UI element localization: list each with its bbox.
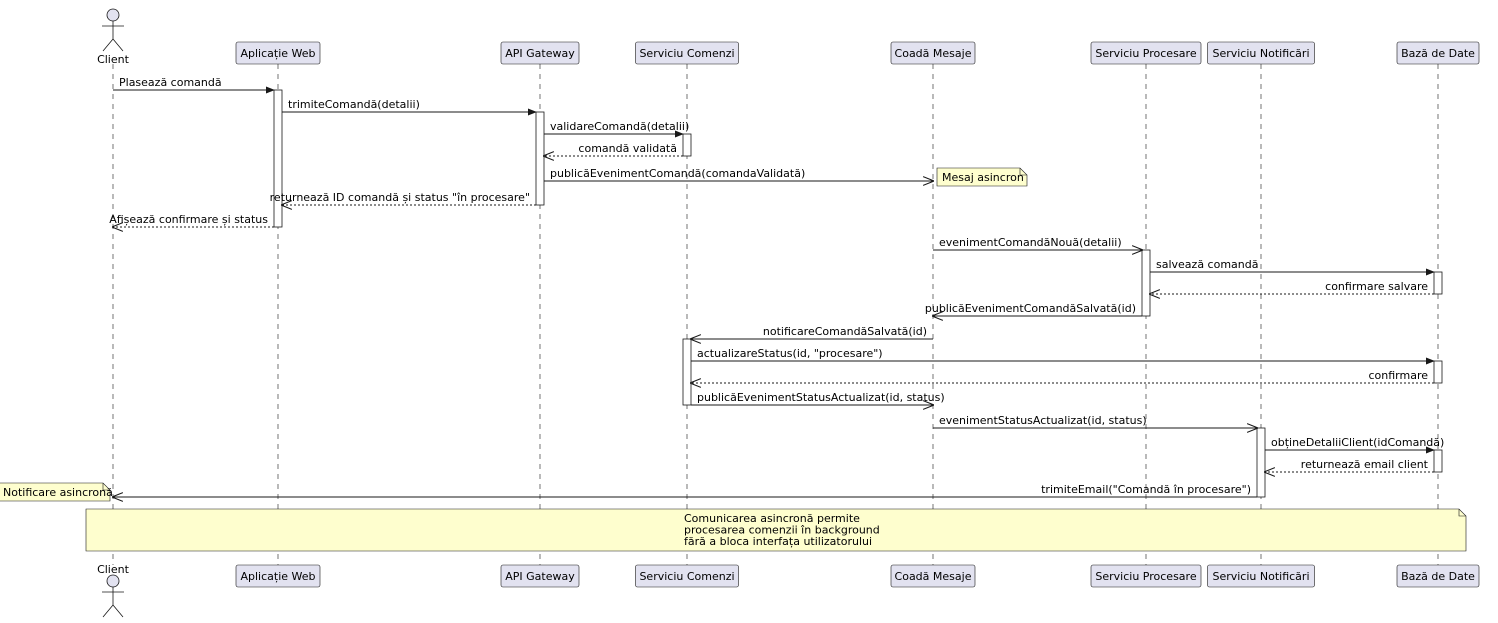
message-label: evenimentStatusActualizat(id, status) bbox=[939, 414, 1147, 427]
participant-notif-top: Serviciu Notificări bbox=[1207, 41, 1315, 65]
activation-bar bbox=[1433, 271, 1443, 295]
participant-db-top: Bază de Date bbox=[1396, 41, 1480, 65]
message-label: publicăEvenimentStatusActualizat(id, sta… bbox=[697, 391, 945, 404]
actor-figure-icon bbox=[102, 8, 124, 52]
message-label: actualizareStatus(id, "procesare") bbox=[697, 347, 883, 360]
participant-queue-top: Coadă Mesaje bbox=[890, 41, 976, 65]
participant-label: Coadă Mesaje bbox=[895, 47, 972, 60]
activation-bar bbox=[273, 89, 283, 228]
message: returnează ID comandă și status "în proc… bbox=[270, 191, 536, 205]
message-label: publicăEvenimentComandă(comandaValidată) bbox=[550, 167, 805, 180]
message: validareComandă(detalii) bbox=[544, 120, 689, 138]
message-label: Plasează comandă bbox=[119, 76, 222, 89]
participant-web-bottom: Aplicație Web bbox=[235, 564, 321, 588]
message-label: obțineDetaliiClient(idComandă) bbox=[1271, 436, 1444, 449]
message: Afișează confirmare și status bbox=[109, 213, 274, 227]
activation-bar bbox=[535, 111, 545, 206]
message-label: confirmare bbox=[1368, 369, 1428, 382]
activation-bar bbox=[682, 133, 692, 157]
message: publicăEvenimentComandăSalvată(id) bbox=[925, 302, 1142, 316]
message: comandă validată bbox=[544, 142, 683, 156]
message: confirmare bbox=[691, 369, 1434, 383]
note-text-line: procesarea comenzii în background bbox=[684, 524, 880, 537]
participant-label: Aplicație Web bbox=[240, 47, 315, 60]
message: Plasează comandă bbox=[113, 76, 275, 94]
participant-label: Client bbox=[97, 53, 130, 66]
participant-proc-bottom: Serviciu Procesare bbox=[1090, 564, 1202, 588]
activation-bar bbox=[1141, 249, 1151, 317]
message-label: trimiteComandă(detalii) bbox=[288, 98, 420, 111]
message: publicăEvenimentComandă(comandaValidată) bbox=[544, 167, 933, 181]
actor-bottom: Client bbox=[97, 563, 130, 618]
participant-orders-top: Serviciu Comenzi bbox=[635, 41, 739, 65]
message: obțineDetaliiClient(idComandă) bbox=[1265, 436, 1444, 454]
activation-bar bbox=[1256, 427, 1266, 498]
participant-api-top: API Gateway bbox=[500, 41, 580, 65]
participant-label: Bază de Date bbox=[1401, 47, 1475, 60]
participant-label: Serviciu Notificări bbox=[1212, 47, 1309, 60]
note-text: Mesaj asincron bbox=[942, 171, 1024, 184]
participant-label: API Gateway bbox=[505, 47, 575, 60]
activation-bar bbox=[682, 338, 692, 406]
message: actualizareStatus(id, "procesare") bbox=[691, 347, 1435, 365]
message-label: notificareComandăSalvată(id) bbox=[763, 325, 927, 338]
participant-label: Coadă Mesaje bbox=[895, 570, 972, 583]
participant-db-bottom: Bază de Date bbox=[1396, 564, 1480, 588]
message: returnează email client bbox=[1265, 458, 1434, 472]
participant-label: Serviciu Procesare bbox=[1095, 47, 1196, 60]
participant-queue-bottom: Coadă Mesaje bbox=[890, 564, 976, 588]
message-label: comandă validată bbox=[578, 142, 677, 155]
participant-label: Aplicație Web bbox=[240, 570, 315, 583]
message-label: evenimentComandăNouă(detalii) bbox=[939, 236, 1122, 249]
message-label: trimiteEmail("Comandă în procesare") bbox=[1041, 483, 1251, 496]
participant-orders-bottom: Serviciu Comenzi bbox=[635, 564, 739, 588]
participant-label: Serviciu Comenzi bbox=[639, 570, 734, 583]
participant-label: Serviciu Notificări bbox=[1212, 570, 1309, 583]
message-label: salvează comandă bbox=[1156, 258, 1259, 271]
message: notificareComandăSalvată(id) bbox=[691, 325, 933, 339]
actor-figure-icon bbox=[102, 574, 124, 618]
message: salvează comandă bbox=[1150, 258, 1435, 276]
participant-web-top: Aplicație Web bbox=[235, 41, 321, 65]
note: Notificare asincronă bbox=[0, 482, 113, 502]
participant-label: Serviciu Procesare bbox=[1095, 570, 1196, 583]
message: evenimentComandăNouă(detalii) bbox=[933, 236, 1142, 250]
activation-bar bbox=[1433, 449, 1443, 473]
message-label: validareComandă(detalii) bbox=[550, 120, 689, 133]
note-text: Notificare asincronă bbox=[3, 486, 113, 499]
message: publicăEvenimentStatusActualizat(id, sta… bbox=[691, 391, 945, 405]
note-text-line: fără a bloca interfața utilizatorului bbox=[684, 535, 872, 548]
note: Mesaj asincron bbox=[936, 167, 1028, 187]
participant-proc-top: Serviciu Procesare bbox=[1090, 41, 1202, 65]
actor-top: Client bbox=[97, 8, 130, 66]
participant-notif-bottom: Serviciu Notificări bbox=[1207, 564, 1315, 588]
participant-label: Client bbox=[97, 563, 130, 576]
message-label: publicăEvenimentComandăSalvată(id) bbox=[925, 302, 1136, 315]
message: trimiteComandă(detalii) bbox=[282, 98, 537, 116]
message: confirmare salvare bbox=[1150, 280, 1434, 294]
participant-label: Bază de Date bbox=[1401, 570, 1475, 583]
message: evenimentStatusActualizat(id, status) bbox=[933, 414, 1257, 428]
note-text-line: Comunicarea asincronă permite bbox=[684, 512, 860, 525]
message-label: confirmare salvare bbox=[1325, 280, 1428, 293]
message-label: Afișează confirmare și status bbox=[109, 213, 268, 226]
message-label: returnează ID comandă și status "în proc… bbox=[270, 191, 530, 204]
message: trimiteEmail("Comandă în procesare") bbox=[113, 483, 1257, 497]
participant-api-bottom: API Gateway bbox=[500, 564, 580, 588]
participant-label: API Gateway bbox=[505, 570, 575, 583]
activation-bar bbox=[1433, 360, 1443, 384]
message-label: returnează email client bbox=[1301, 458, 1429, 471]
participant-label: Serviciu Comenzi bbox=[639, 47, 734, 60]
note: Comunicarea asincronă permiteprocesarea … bbox=[85, 508, 1467, 552]
